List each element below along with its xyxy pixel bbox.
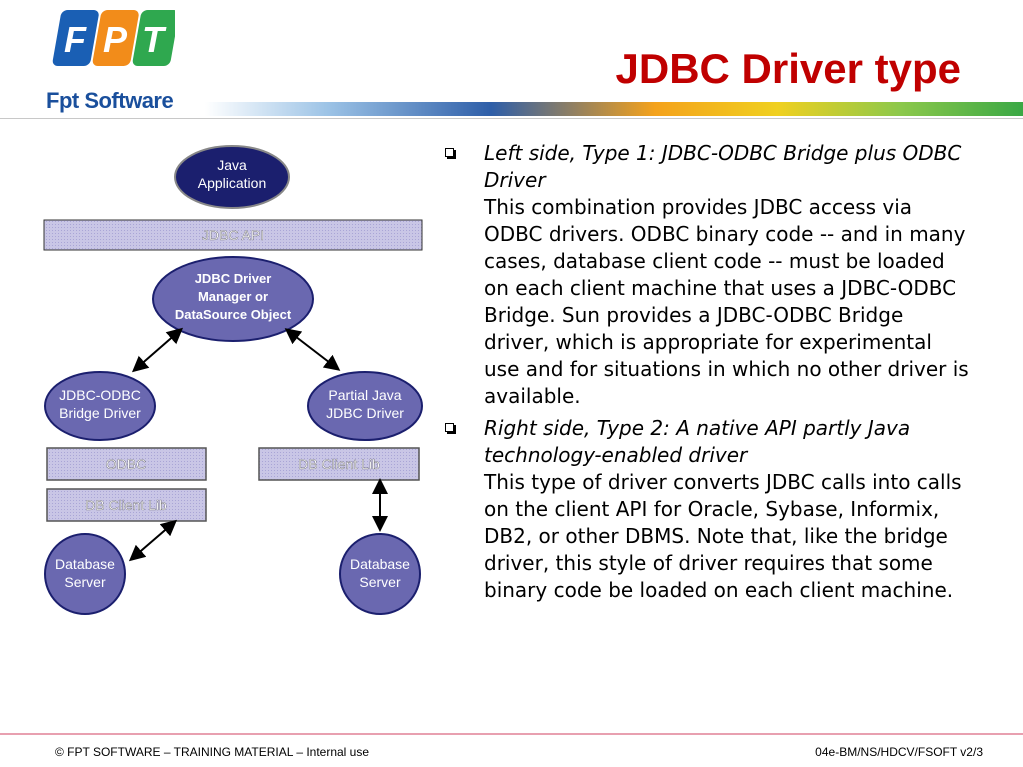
odbc-box: ODBC: [46, 447, 207, 481]
db-client-lib-left-box: DB Client Lib: [46, 488, 207, 522]
logo-subtitle: Fpt Software: [46, 88, 174, 113]
bullet-item: Right side, Type 2: A native API partly …: [445, 415, 970, 604]
database-server-left: Database Server: [44, 533, 126, 615]
db-client-lib-right-label: DB Client Lib: [298, 456, 380, 472]
bullet-item: Left side, Type 1: JDBC-ODBC Bridge plus…: [445, 140, 970, 410]
driver-manager-label-3: DataSource Object: [175, 307, 292, 322]
fpt-logo-mark: F P T: [52, 10, 175, 66]
java-application-node: Java Application: [174, 145, 290, 209]
arrow-manager-left: [131, 327, 184, 373]
right-driver-label-1: Partial Java: [328, 387, 401, 403]
driver-manager-node: JDBC Driver Manager or DataSource Object: [152, 256, 314, 342]
db-client-lib-right-box: DB Client Lib: [258, 447, 420, 481]
java-app-label-2: Application: [198, 175, 267, 191]
footer-divider: [0, 733, 1023, 735]
database-server-right: Database Server: [339, 533, 421, 615]
right-driver-label-2: JDBC Driver: [326, 405, 404, 421]
java-app-label-1: Java: [217, 157, 247, 173]
odbc-label: ODBC: [106, 456, 146, 472]
driver-manager-label-1: JDBC Driver: [195, 271, 272, 286]
jdbc-api-bar: JDBC API: [43, 219, 423, 251]
left-driver-label-1: JDBC-ODBC: [59, 387, 141, 403]
bullet-title: Right side, Type 2: A native API partly …: [484, 416, 911, 467]
content-text: Left side, Type 1: JDBC-ODBC Bridge plus…: [445, 140, 970, 609]
header-divider: [0, 118, 1023, 119]
jdbc-odbc-bridge-node: JDBC-ODBC Bridge Driver: [44, 371, 156, 441]
jdbc-architecture-diagram: Java Application JDBC API JDBC Driver Ma…: [43, 145, 423, 615]
arrow-left-db: [128, 519, 178, 562]
bullet-body: This combination provides JDBC access vi…: [484, 195, 969, 408]
db-server-right-label-1: Database: [350, 556, 410, 572]
svg-text:T: T: [142, 19, 167, 60]
fpt-logo: F P T Fpt Software: [46, 8, 181, 113]
db-client-lib-left-label: DB Client Lib: [85, 497, 167, 513]
svg-text:F: F: [64, 19, 87, 60]
db-server-right-label-2: Server: [359, 574, 401, 590]
driver-manager-label-2: Manager or: [198, 289, 268, 304]
svg-text:P: P: [103, 19, 128, 60]
jdbc-api-label: JDBC API: [202, 227, 264, 243]
bullet-title: Left side, Type 1: JDBC-ODBC Bridge plus…: [484, 141, 962, 192]
db-server-left-label-1: Database: [55, 556, 115, 572]
bullet-icon: [445, 423, 454, 432]
partial-java-driver-node: Partial Java JDBC Driver: [307, 371, 423, 441]
bullet-body: This type of driver converts JDBC calls …: [484, 470, 962, 602]
db-server-left-label-2: Server: [64, 574, 106, 590]
bullet-icon: [445, 148, 454, 157]
footer-copyright: © FPT SOFTWARE – TRAINING MATERIAL – Int…: [55, 745, 370, 759]
footer-doc-code: 04e-BM/NS/HDCV/FSOFT v2/3: [815, 745, 983, 759]
left-driver-label-2: Bridge Driver: [59, 405, 141, 421]
header-decorative-band: [205, 102, 1023, 116]
arrow-manager-right: [284, 328, 341, 371]
page-title: JDBC Driver type: [615, 45, 961, 92]
